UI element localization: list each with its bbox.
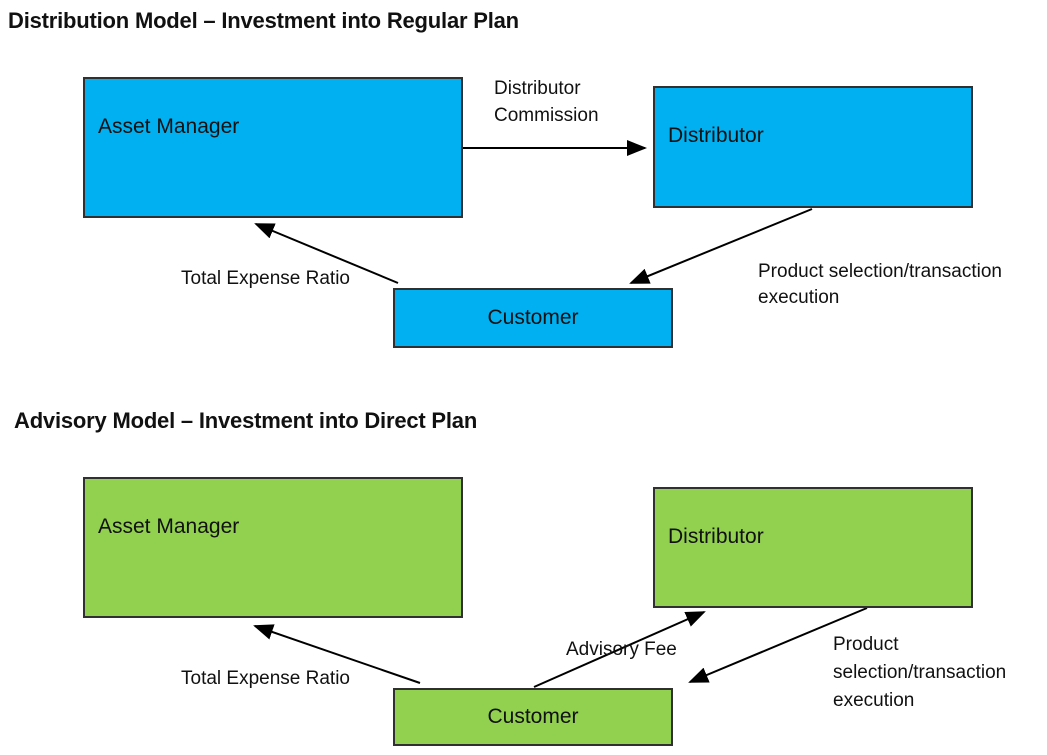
product-selection-label-advisory: Product selection/transaction execution bbox=[833, 634, 1007, 711]
asset-manager-label: Asset Manager bbox=[98, 115, 240, 138]
distribution-model-title: Distribution Model – Investment into Reg… bbox=[8, 8, 519, 33]
customer-label: Customer bbox=[487, 306, 579, 329]
distributor-commission-label: Distributor Commission bbox=[494, 78, 599, 126]
total-expense-ratio-label-distribution: Total Expense Ratio bbox=[181, 268, 350, 289]
distributor-box-distribution: Distributor bbox=[653, 86, 973, 208]
customer-label: Customer bbox=[487, 705, 579, 728]
asset-manager-box-distribution: Asset Manager bbox=[83, 77, 463, 218]
distributor-label: Distributor bbox=[668, 124, 764, 147]
advisory-model-title: Advisory Model – Investment into Direct … bbox=[14, 408, 478, 433]
advisory-fee-label: Advisory Fee bbox=[566, 639, 677, 660]
distributor-box-advisory: Distributor bbox=[653, 487, 973, 608]
asset-manager-label: Asset Manager bbox=[98, 515, 240, 538]
customer-box-distribution: Customer bbox=[393, 288, 673, 348]
distributor-label: Distributor bbox=[668, 525, 764, 548]
product-selection-label-distribution: Product selection/transaction execution bbox=[758, 261, 1002, 308]
total-expense-ratio-label-advisory: Total Expense Ratio bbox=[181, 668, 350, 689]
asset-manager-box-advisory: Asset Manager bbox=[83, 477, 463, 618]
customer-box-advisory: Customer bbox=[393, 688, 673, 746]
